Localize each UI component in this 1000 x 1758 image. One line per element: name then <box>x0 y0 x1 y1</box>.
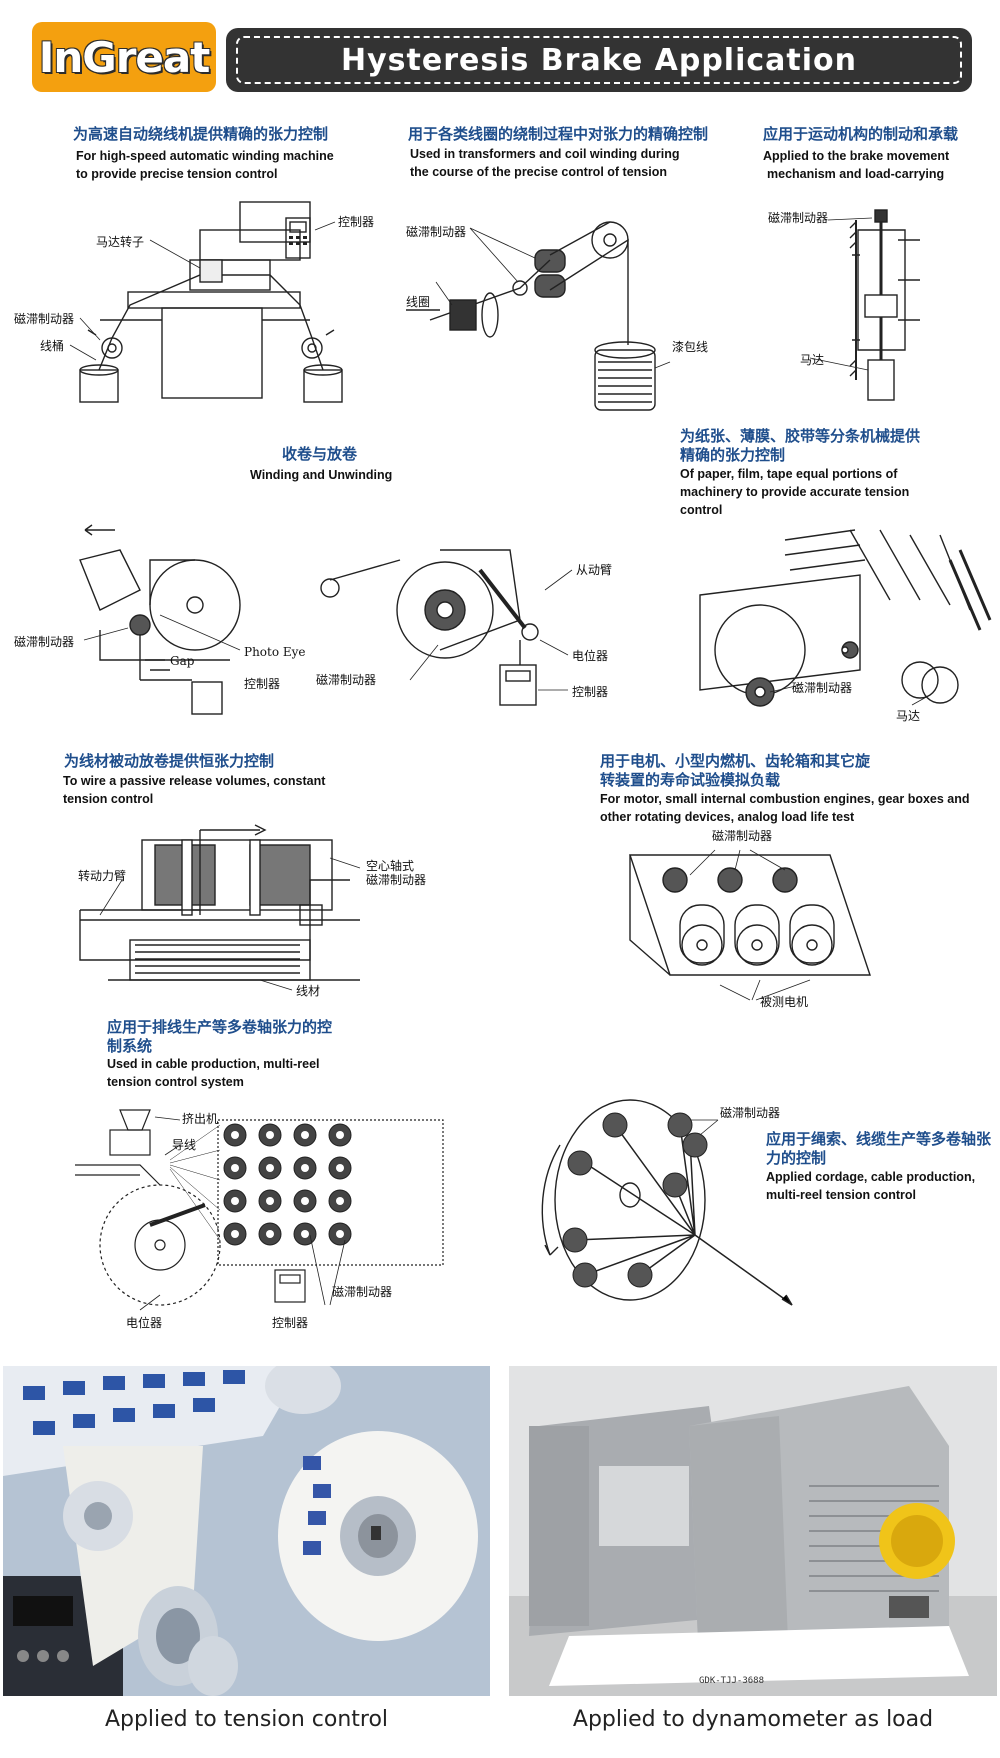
s6-label-hollow-2: 磁滞制动器 <box>366 872 426 887</box>
s7-diagram: 磁滞制动器 被测电机 <box>629 828 871 1009</box>
s6-label-hollow-1: 空心轴式 <box>366 858 414 873</box>
s3-diagram: 磁滞制动器 马达 <box>768 209 920 401</box>
s4-label-brake: 磁滞制动器 <box>14 634 74 649</box>
s5-text-en-2: machinery to provide accurate tension <box>680 485 910 499</box>
s8-text-en-2: tension control system <box>107 1075 244 1089</box>
s6-label-arm: 转动力臂 <box>78 868 126 883</box>
s4-label-controller: 控制器 <box>244 677 280 691</box>
s8-heading-zh-1: 应用于排线生产等多卷轴张力的控 <box>107 1018 333 1036</box>
s4-label-controller2: 控制器 <box>572 685 608 699</box>
s7-heading-zh-1: 用于电机、小型内燃机、齿轮箱和其它旋 <box>600 752 871 770</box>
s2-text-en-2: the course of the precise control of ten… <box>410 165 667 179</box>
s5-text-en-3: control <box>680 503 723 517</box>
s4-diagram-right: 从动臂 电位器 控制器 磁滞制动器 <box>316 549 612 706</box>
s7-label-tested: 被测电机 <box>760 995 808 1009</box>
tension-control-photo <box>3 1366 490 1696</box>
s5-text-en-1: Of paper, film, tape equal portions of <box>680 467 898 481</box>
s1-text-en-2: to provide precise tension control <box>76 167 278 181</box>
s8-label-potentiometer: 电位器 <box>126 1315 162 1330</box>
s8-label-brake: 磁滞制动器 <box>332 1284 392 1299</box>
s4-label-gap: Gap <box>170 654 195 668</box>
s1-label-controller: 控制器 <box>338 215 374 229</box>
s5-heading-zh-2: 精确的张力控制 <box>680 446 786 464</box>
s6-text-en-2: tension control <box>63 792 154 806</box>
s1-text-en-1: For high-speed automatic winding machine <box>76 149 334 163</box>
s3-heading-zh: 应用于运动机构的制动和承载 <box>763 125 959 143</box>
s6-label-wire: 线材 <box>296 984 320 998</box>
s4-heading-zh: 收卷与放卷 <box>282 445 358 463</box>
logo-text: InGreat <box>38 32 211 82</box>
s7-text-en-2: other rotating devices, analog load life… <box>600 810 855 824</box>
dynamometer-plate: GDK-TJJ-3688 <box>699 1676 765 1686</box>
s4-label-brake2: 磁滞制动器 <box>316 672 376 687</box>
s8-heading-zh-2: 制系统 <box>107 1037 153 1055</box>
s5-label-motor: 马达 <box>896 709 920 723</box>
title-banner: Hysteresis Brake Application <box>226 28 972 92</box>
s6-text-en-1: To wire a passive release volumes, const… <box>63 774 326 788</box>
s1-heading-zh: 为高速自动绕线机提供精确的张力控制 <box>73 125 329 143</box>
s2-label-coil: 线圈 <box>406 295 430 309</box>
s9-diagram: 磁滞制动器 <box>541 1099 793 1306</box>
s2-diagram: 磁滞制动器 线圈 漆包线 <box>406 221 708 411</box>
s4-text-en: Winding and Unwinding <box>250 468 393 482</box>
s7-text-en-1: For motor, small internal combustion eng… <box>600 792 970 806</box>
s7-heading-zh-2: 转装置的寿命试验模拟负载 <box>600 771 781 789</box>
s4-label-potentiometer: 电位器 <box>572 648 608 663</box>
s9-text-en-1: Applied cordage, cable production, <box>766 1170 976 1184</box>
s7-label-brake: 磁滞制动器 <box>712 828 772 843</box>
s1-diagram: 控制器 马达转子 磁滞制动器 线桶 <box>14 201 374 403</box>
s9-heading-zh-1: 应用于绳索、线缆生产等多卷轴张 <box>766 1130 992 1148</box>
ingreat-logo: InGreat <box>32 22 216 92</box>
s8-label-extruder: 挤出机 <box>182 1111 218 1126</box>
s2-label-wire: 漆包线 <box>672 340 708 354</box>
s2-heading-zh: 用于各类线圈的绕制过程中对张力的精确控制 <box>408 125 709 143</box>
s2-text-en-1: Used in transformers and coil winding du… <box>410 147 680 161</box>
tension-control-caption: Applied to tension control <box>104 1707 389 1732</box>
s4-label-follower-arm: 从动臂 <box>576 563 612 577</box>
s4-label-photo-eye: Photo Eye <box>244 645 306 659</box>
dynamometer-caption: Applied to dynamometer as load <box>572 1707 934 1732</box>
page-title: Hysteresis Brake Application <box>341 42 857 78</box>
dynamometer-illustration <box>509 1366 997 1696</box>
s8-text-en-1: Used in cable production, multi-reel <box>107 1057 320 1071</box>
tension-control-illustration <box>3 1366 490 1696</box>
s1-label-rotor: 马达转子 <box>96 234 144 249</box>
s5-label-brake: 磁滞制动器 <box>792 680 852 695</box>
s8-label-guide: 导线 <box>172 1138 196 1152</box>
s4-diagram-left: 磁滞制动器 Photo Eye Gap 控制器 <box>14 524 306 715</box>
s8-label-controller: 控制器 <box>272 1316 308 1330</box>
s1-label-bucket: 线桶 <box>40 338 64 353</box>
s6-heading-zh: 为线材被动放卷提供恒张力控制 <box>64 752 275 770</box>
s3-text-en-2: mechanism and load-carrying <box>767 167 945 181</box>
s3-label-motor: 马达 <box>800 353 824 367</box>
s9-text-en-2: multi-reel tension control <box>766 1188 917 1202</box>
s9-heading-zh-2: 力的控制 <box>766 1149 827 1167</box>
s6-diagram: 空心轴式 磁滞制动器 转动力臂 线材 <box>78 824 426 998</box>
dynamometer-photo: GDK-TJJ-3688 <box>509 1366 997 1696</box>
s1-label-brake: 磁滞制动器 <box>14 311 74 326</box>
s2-label-brake: 磁滞制动器 <box>406 224 466 239</box>
s9-label-brake: 磁滞制动器 <box>720 1105 780 1120</box>
s5-heading-zh-1: 为纸张、薄膜、胶带等分条机械提供 <box>680 427 921 445</box>
s3-label-brake: 磁滞制动器 <box>768 210 828 225</box>
title-frame: Hysteresis Brake Application <box>236 36 962 84</box>
s3-text-en-1: Applied to the brake movement <box>763 149 950 163</box>
s5-diagram: 磁滞制动器 马达 <box>699 529 992 723</box>
s8-diagram: 挤出机 导线 磁滞制动器 电位器 控制器 <box>75 1109 444 1330</box>
